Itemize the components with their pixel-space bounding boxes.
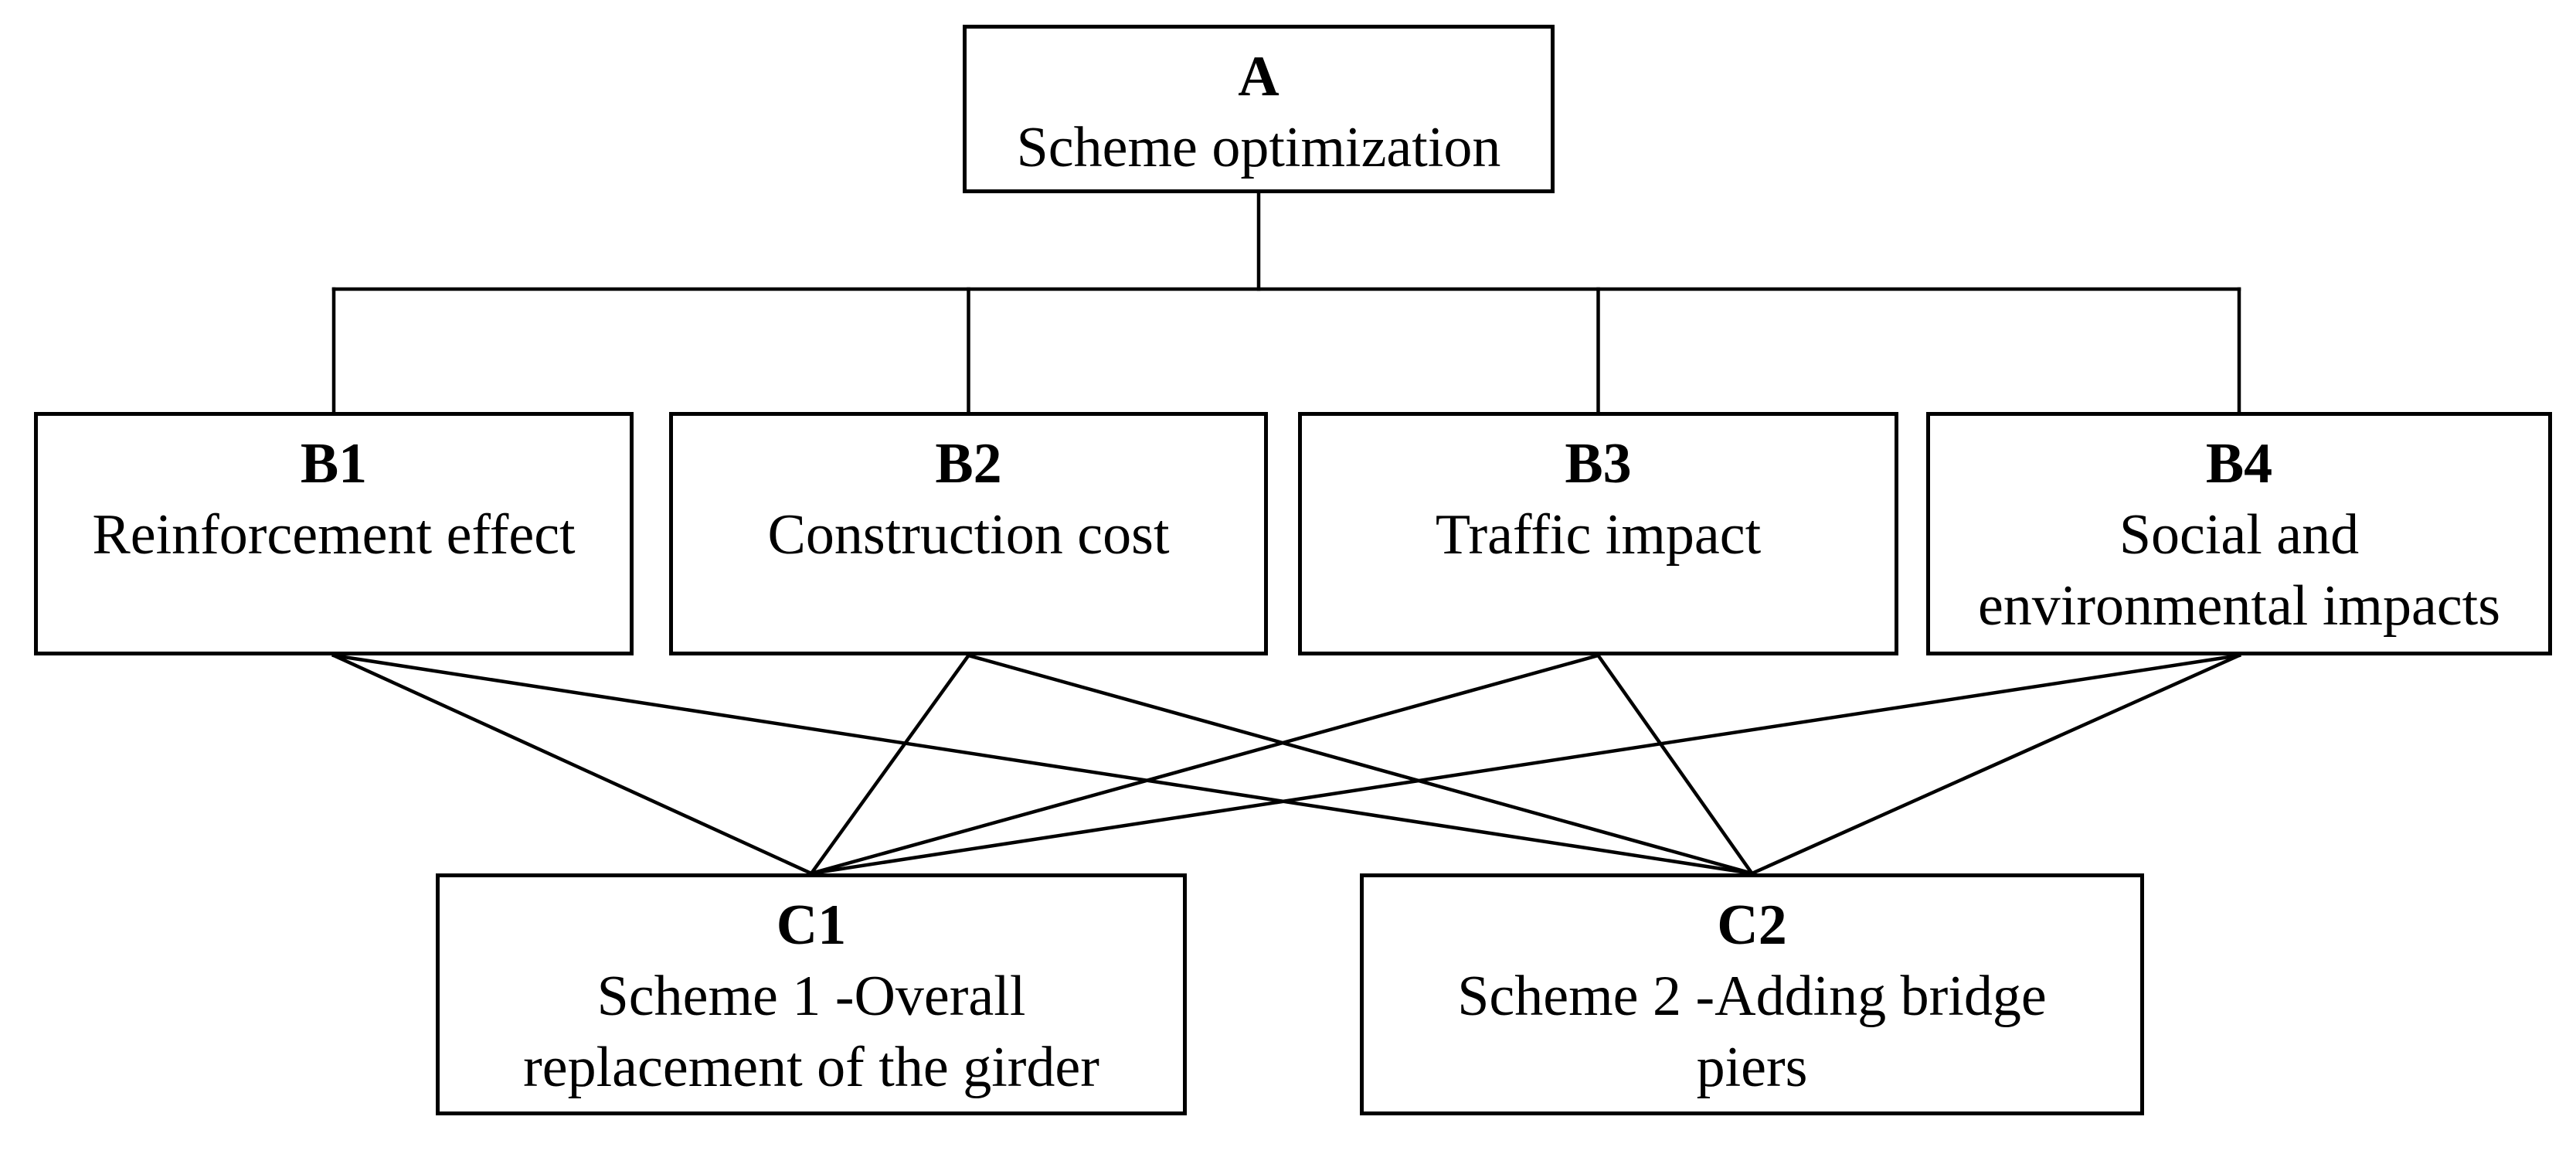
node-label-line: Social and [2119, 503, 2360, 567]
node-code: C1 [776, 894, 847, 957]
node-goal-scheme-optimization: A Scheme optimization [963, 25, 1555, 193]
node-label-line: Traffic impact [1435, 503, 1762, 567]
node-code: B2 [935, 432, 1002, 495]
node-label-line: Construction cost [767, 503, 1170, 567]
node-scheme-1-overall-replacement: C1 Scheme 1 -Overall replacement of the … [436, 873, 1187, 1115]
node-criterion-traffic-impact: B3 Traffic impact [1298, 412, 1898, 655]
node-label-line: environmental impacts [1977, 574, 2501, 638]
node-label-line: replacement of the girder [523, 1036, 1099, 1099]
node-label-line: Scheme 1 -Overall [596, 965, 1026, 1028]
node-criterion-social-environmental-impacts: B4 Social and environmental impacts [1926, 412, 2552, 655]
node-code: A [1238, 45, 1280, 108]
node-label-line: Scheme optimization [1016, 116, 1501, 179]
node-scheme-2-adding-bridge-piers: C2 Scheme 2 -Adding bridge piers [1360, 873, 2144, 1115]
node-label-line: Scheme 2 -Adding bridge [1457, 965, 2047, 1028]
node-code: B4 [2205, 432, 2273, 495]
node-code: B1 [300, 432, 368, 495]
node-criterion-construction-cost: B2 Construction cost [669, 412, 1268, 655]
node-criterion-reinforcement-effect: B1 Reinforcement effect [34, 412, 634, 655]
node-code: C2 [1717, 894, 1787, 957]
node-code: B3 [1565, 432, 1632, 495]
node-label-line: piers [1696, 1036, 1808, 1099]
node-label-line: Reinforcement effect [92, 503, 576, 567]
